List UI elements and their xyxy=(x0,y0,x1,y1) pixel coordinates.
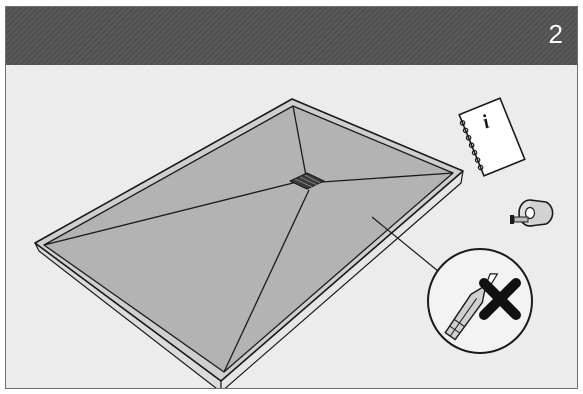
illustration: i xyxy=(34,97,554,388)
step-number: 2 xyxy=(548,19,563,49)
no-knife-icon xyxy=(427,248,533,354)
step-header: 2 xyxy=(6,7,577,65)
instruction-panel: 2 xyxy=(5,6,578,389)
instruction-manual-icon: i xyxy=(458,97,526,177)
tape-measure-icon xyxy=(510,199,554,227)
shower-tray xyxy=(34,98,464,388)
